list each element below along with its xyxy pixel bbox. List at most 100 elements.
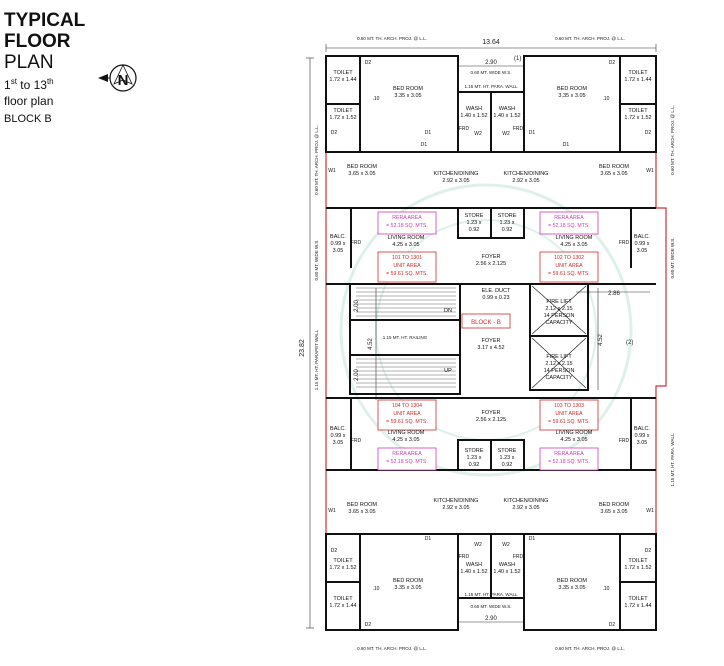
frd-tag: FRD [619,240,630,246]
bedroom-small-dim: 3.35 x 3.05 [394,585,421,591]
frd-tag: FRD [619,438,630,444]
kitchen-label: KITCHEN/DINING [504,498,549,504]
fire-lift-1-label: FIRE LIFT [546,299,572,305]
wash-label: WASH [499,562,515,568]
bedroom-small-label: BED ROOM [393,578,423,584]
interior-walls [325,55,657,631]
door-d1-tag: D1 [425,536,432,542]
frd-tag: FRD [459,554,470,560]
toilet-b-label: TOILET [628,558,648,564]
unit-range-label: 103 TO 1303 [554,403,584,409]
kitchen-label: KITCHEN/DINING [504,171,549,177]
para-top-label: 1.15 MT. HT. PARA. WALL [464,84,518,89]
balc-dim-b: 3.05 [637,248,648,254]
frd-tag: FRD [513,554,524,560]
foyer-label: FOYER [482,410,501,416]
store-dim-a: 1.23 x [500,455,515,461]
wash-label: WASH [466,106,482,112]
balc-label: BALC. [634,234,650,240]
toilet-a-dim: 1.72 x 1.44 [624,77,651,83]
unit-area-label: UNIT AREA [555,411,583,417]
unit-bottom-left: FOYER 2.56 x 2.125 LIVING ROOM 4.25 x 3.… [329,410,506,609]
side-right-parapet-label: 1.15 MT. HT. PARA. WALL [670,433,675,487]
compass-arrow-shape [98,74,108,82]
living-dim: 4.25 x 3.05 [392,437,419,443]
ele-duct-dim: 0.99 x 0.23 [482,295,509,301]
living-dim: 4.25 x 3.05 [560,242,587,248]
unit-area-boxes [377,211,599,471]
floor-plan-drawing: 13.64 0.60 MT. TH. ARCH. PROJ. @ L.L. 0.… [299,36,675,651]
living-label: LIVING ROOM [388,430,425,436]
ws-top-label: 0.60 MT. WIDE W.S. [470,70,511,75]
marker-2-label: (2) [626,340,633,346]
toilet-a-label: TOILET [333,70,353,76]
rera-area-value: = 52.18 SQ. MTS. [548,223,590,229]
foyer-dim: 2.56 x 2.125 [476,261,506,267]
toilet-b-label: TOILET [628,108,648,114]
wash-dim: 1.40 x 1.52 [493,113,520,119]
fire-lift-2-label: FIRE LIFT [546,354,572,360]
kitchen-dim: 2.92 x 3.05 [512,505,539,511]
ele-duct-label: ELE. DUCT [482,288,511,294]
side-left-parapet-label: 1.15 MT. HT. PARAPET WALL [314,329,319,390]
wash-label: WASH [499,106,515,112]
rera-area-label: RERA AREA [392,451,422,457]
store-dim-b: 0.92 [502,227,513,233]
store-label: STORE [465,448,484,454]
frd-tag: FRD [513,126,524,132]
foyer-dim: 2.56 x 2.125 [476,417,506,423]
door-d1-tag: D1 [529,536,536,542]
door-d1-tag: D1 [421,142,428,148]
store-dim-a: 1.23 x [467,455,482,461]
unit-top-left: TOILET 1.72 x 1.44 TOILET 1.72 x 1.52 BE… [329,70,506,267]
para-bottom-label: 1.15 MT. HT. PARA. WALL [464,592,518,597]
railing-label: 1.15 MT. HT. RAILING [383,335,428,340]
balc-label: BALC. [330,234,346,240]
proj-top-left-label: 0.60 MT. TH. ARCH. PROJ. @ L.L. [357,36,427,41]
lift-length-label: 4.52 [598,334,604,346]
marker-1-label: (1) [514,56,521,62]
stair-length-label: 4.52 [368,338,374,350]
toilet-b-dim: 1.72 x 1.52 [624,565,651,571]
store-label: STORE [465,213,484,219]
toilet-a-label: TOILET [628,70,648,76]
window-w1-tag: W1 [328,508,336,514]
door-window-tags: D2 D2 D2 D2 D1 D1 D1 D1 W1 W1 W2 W2 FRD … [328,60,654,628]
living-label: LIVING ROOM [556,430,593,436]
unit-area-label: UNIT AREA [393,411,421,417]
store-label: STORE [498,448,517,454]
unit-bottom-right: LIVING ROOM 4.25 x 3.05 BALC. 0.99 x 3.0… [493,426,651,609]
compass-needle [113,64,133,85]
toilet-a-dim: 1.72 x 1.44 [329,603,356,609]
door-d1-tag: D1 [529,130,536,136]
toilet-b-dim: 1.72 x 1.52 [329,565,356,571]
frd-tag: FRD [459,126,470,132]
legend-title-floor: FLOOR [4,31,71,52]
proj-top-right-label: 0.60 MT. TH. ARCH. PROJ. @ L.L. [555,36,625,41]
total-height-label: 23.82 [299,339,306,357]
door-d2-tag: D2 [609,60,616,66]
kitchen-label: KITCHEN/DINING [434,498,479,504]
core-foyer-dim: 3.17 x 4.52 [477,345,504,351]
rera-area-label: RERA AREA [392,215,422,221]
window-w1-tag: W1 [646,168,654,174]
bedroom-small-label: BED ROOM [557,86,587,92]
side-left-ws-label: 0.60 MT. WIDE W.S. [314,239,319,280]
bedroom-large-label: BED ROOM [599,502,629,508]
door-d2-tag: D2 [331,548,338,554]
frd-tag: FRD [351,438,362,444]
block-b-label: BLOCK - B [471,320,501,326]
door-d2-tag: D2 [365,622,372,628]
toilet-a-label: TOILET [333,596,353,602]
stair-width-2-label: 2.00 [354,369,360,381]
stair-up-label: UP [444,368,452,374]
top-right-width-label: 2.86 [608,291,620,297]
living-label: LIVING ROOM [556,235,593,241]
unit-range-label: 101 TO 1301 [392,255,422,261]
unit-range-label: 102 TO 1302 [554,255,584,261]
toilet-b-label: TOILET [333,108,353,114]
bedroom-small-label: BED ROOM [557,578,587,584]
unit-area-label: UNIT AREA [393,263,421,269]
rera-area-value: = 52.18 SQ. MTS. [386,223,428,229]
total-width-label: 13.64 [482,39,500,46]
